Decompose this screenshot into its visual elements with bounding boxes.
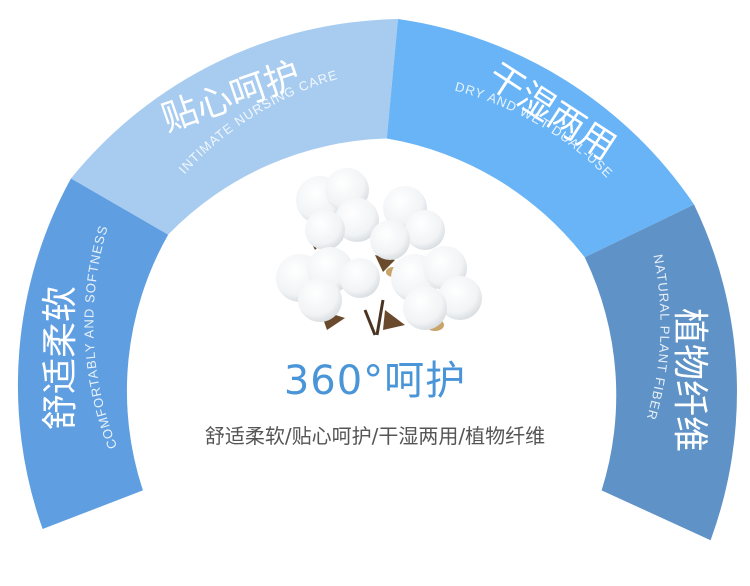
cotton-icon bbox=[276, 168, 482, 336]
segment-dual-use bbox=[386, 19, 694, 258]
feature-subtitle: 舒适柔软/贴心呵护/干湿两用/植物纤维 bbox=[204, 424, 546, 448]
segment-fiber bbox=[584, 204, 737, 541]
segment-care bbox=[71, 19, 398, 235]
segment-comfort bbox=[17, 178, 169, 529]
segment-title-fiber: 植物纤维 bbox=[669, 308, 710, 452]
main-title: 360°呵护 bbox=[283, 358, 467, 404]
segment-title-comfort: 舒适柔软 bbox=[40, 286, 81, 430]
